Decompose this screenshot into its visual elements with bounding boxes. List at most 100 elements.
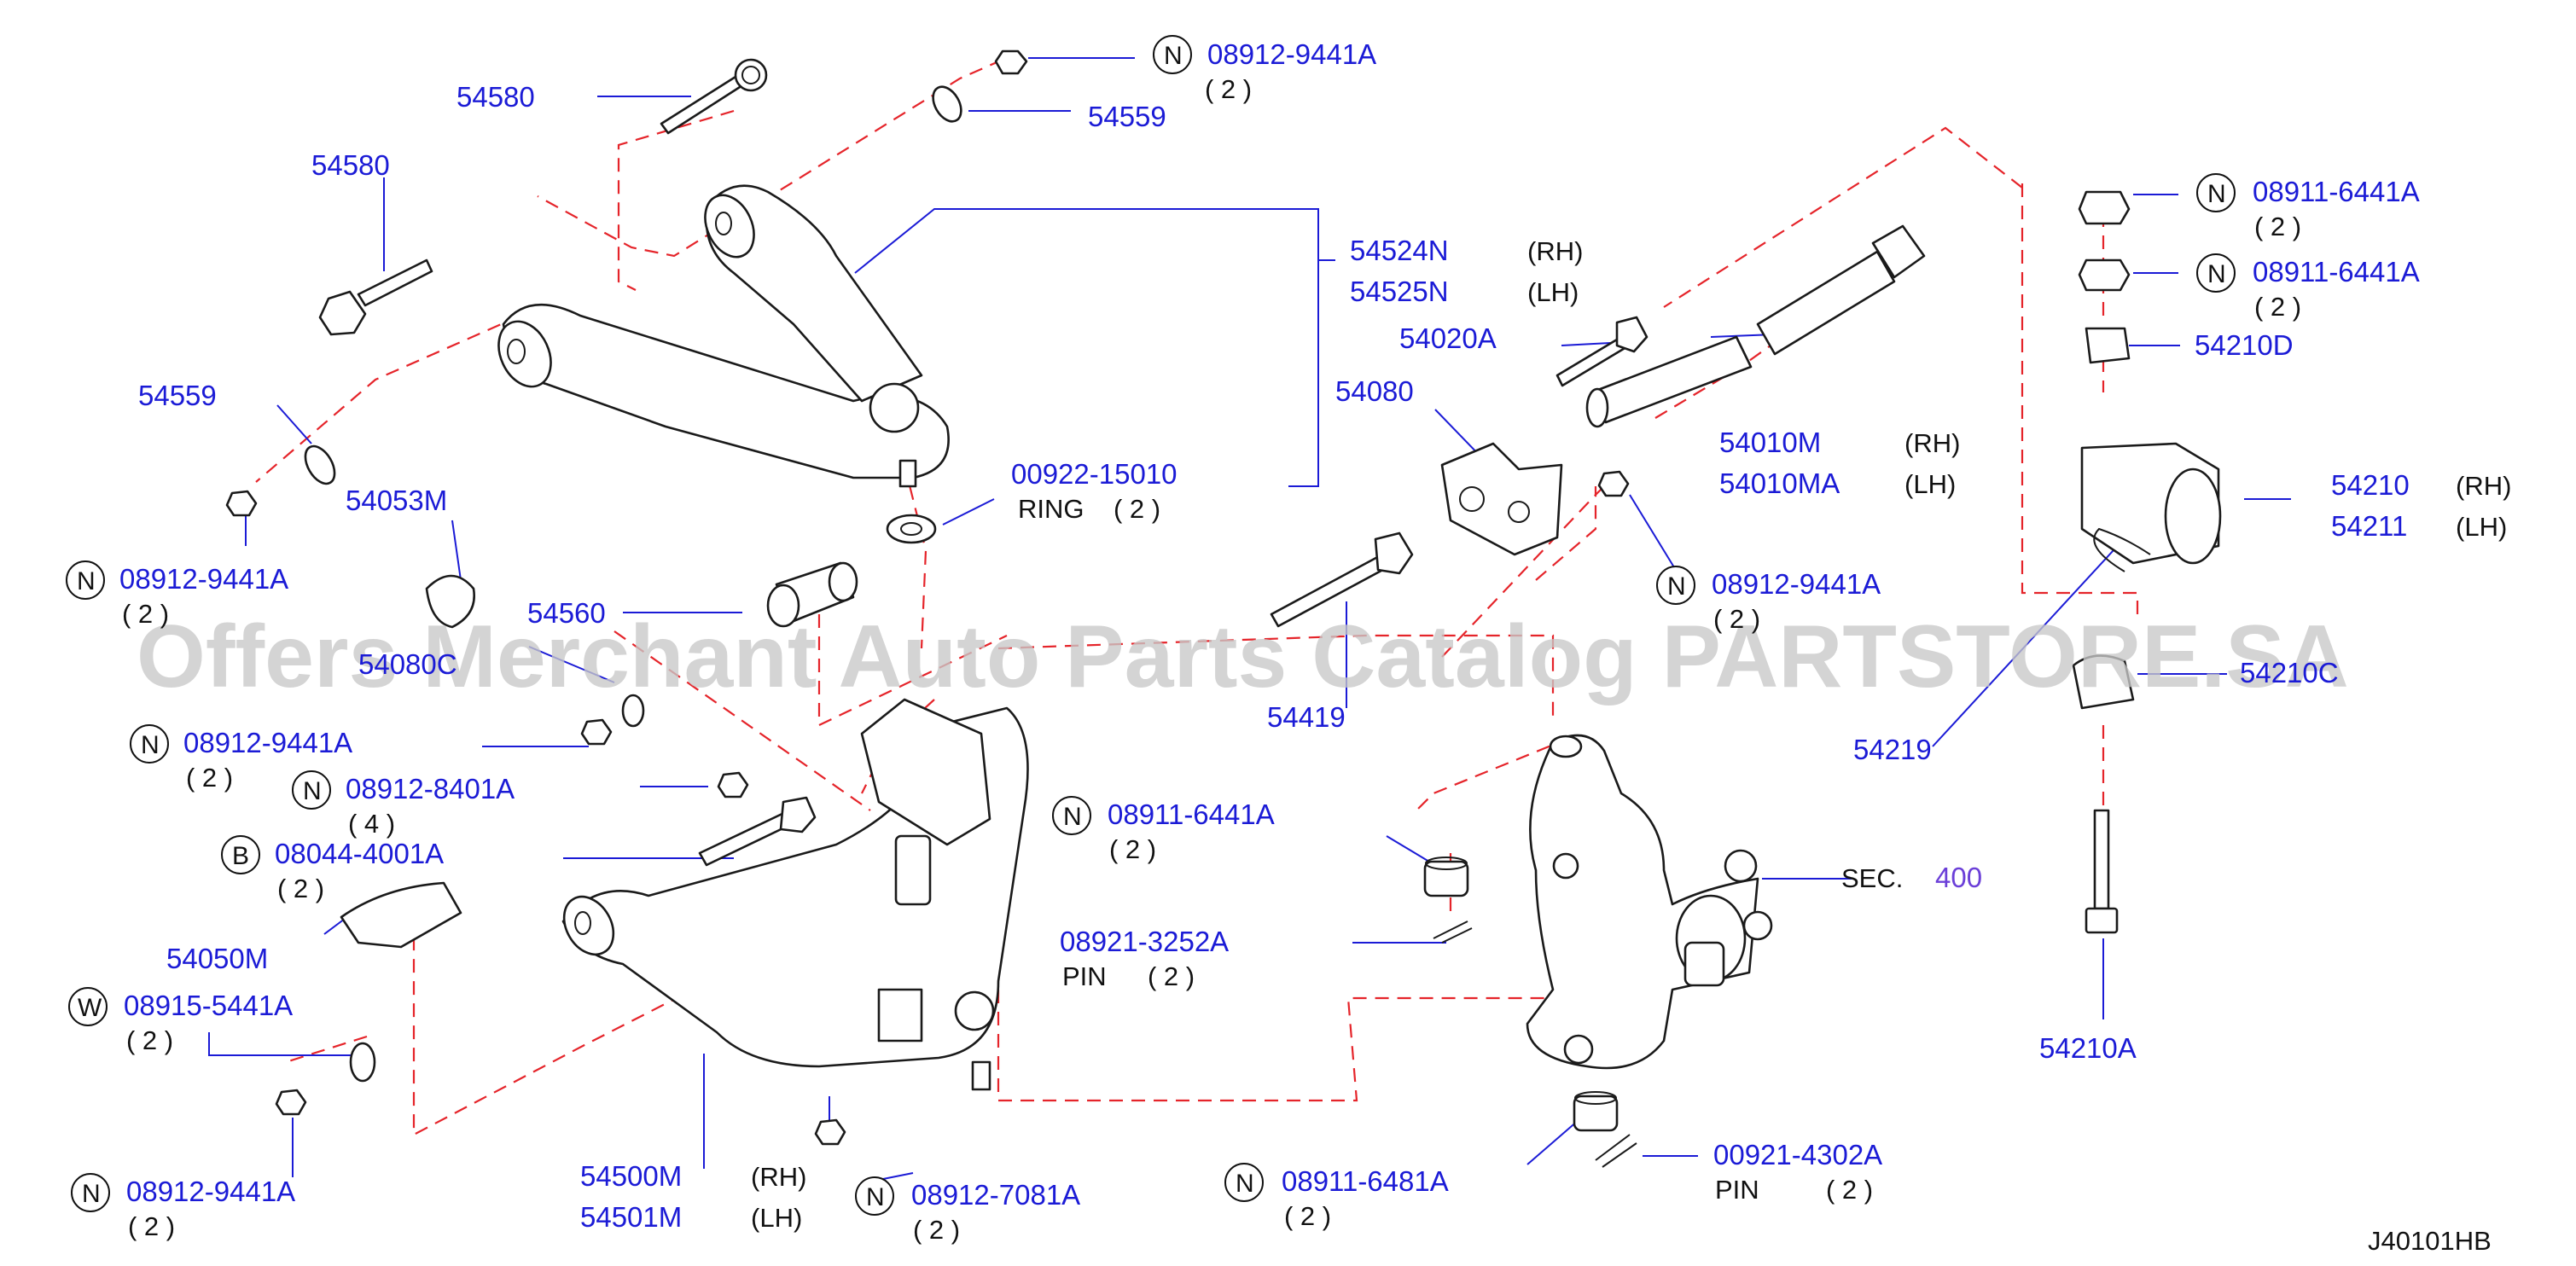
label-arm-upper-rh[interactable]: 54524N (1350, 235, 1449, 266)
label-54419[interactable]: 54419 (1267, 701, 1346, 733)
label-54580-left[interactable]: 54580 (311, 149, 390, 181)
label-54559-left[interactable]: 54559 (138, 380, 217, 411)
bolt-54580-top (660, 58, 768, 135)
label-54210c[interactable]: 54210C (2240, 657, 2339, 688)
symbol-circle (130, 724, 169, 764)
stabilizer-bushing (2080, 442, 2222, 565)
qty-nut-mid: ( 2 ) (1109, 834, 1156, 864)
bump-stop-54053m (425, 574, 476, 629)
washer-lower-left (349, 1042, 376, 1083)
nut-top (994, 49, 1028, 75)
symbol-circle (1052, 796, 1091, 835)
bolt-54210a (2085, 809, 2119, 934)
symbol-letter: N (2207, 180, 2226, 208)
symbol-letter: N (866, 1183, 885, 1211)
label-washer-left[interactable]: 08915-5441A (124, 990, 293, 1021)
bolt-54020a (1555, 316, 1649, 387)
watermark: Offers Merchant Auto Parts Catalog PARTS… (137, 607, 2349, 706)
label-pin-bottom[interactable]: 00921-4302A (1713, 1139, 1882, 1170)
qty-nut-left-3: ( 4 ) (348, 809, 395, 839)
symbol-letter: W (78, 994, 102, 1022)
clip-54219 (2093, 527, 2151, 572)
symbol-circle (68, 987, 108, 1026)
bushing-54210c (2072, 654, 2135, 710)
label-54080[interactable]: 54080 (1335, 375, 1414, 407)
label-nut-mid[interactable]: 08911-6441A (1108, 799, 1275, 830)
label-ring[interactable]: 00922-15010 (1011, 458, 1178, 490)
washer-54559-left (304, 444, 336, 485)
label-torsion-lh[interactable]: 54010MA (1719, 467, 1840, 499)
label-54053m[interactable]: 54053M (346, 485, 447, 516)
nut-left-1 (225, 490, 258, 517)
label-54210a[interactable]: 54210A (2039, 1032, 2137, 1064)
label-stab-lh[interactable]: 54211 (2331, 510, 2407, 542)
label-54580-top[interactable]: 54580 (456, 81, 535, 113)
pin-bottom-text: PIN (1715, 1175, 1759, 1205)
symbol-letter: N (303, 777, 322, 805)
label-nut-left-4[interactable]: 08912-9441A (126, 1176, 295, 1207)
cotter-pin-mid (1433, 920, 1473, 944)
ring-text: RING (1018, 494, 1084, 524)
side-arm-upper-rh: (RH) (1527, 236, 1583, 266)
label-nut-right-1[interactable]: 08911-6441A (2253, 176, 2420, 207)
symbol-circle (71, 1173, 110, 1212)
label-54219[interactable]: 54219 (1853, 734, 1932, 765)
qty-nut-right-1: ( 2 ) (2254, 212, 2301, 241)
label-54080-left[interactable]: 54080C (358, 648, 457, 680)
cotter-pin-bottom (1595, 1134, 1637, 1168)
sec-link[interactable]: 400 (1935, 862, 1982, 893)
qty-bolt-left: ( 2 ) (277, 874, 324, 903)
symbol-circle (1656, 566, 1695, 605)
label-stab-rh[interactable]: 54210 (2331, 469, 2410, 501)
castle-nut-mid (1423, 857, 1469, 897)
ring (886, 514, 937, 544)
label-arm-lower-lh[interactable]: 54501M (580, 1201, 682, 1233)
side-stab-lh: (LH) (2456, 512, 2507, 542)
bolt-left (698, 796, 817, 867)
pin-bottom-qty: ( 2 ) (1826, 1175, 1873, 1205)
qty-nut-top: ( 2 ) (1205, 74, 1252, 104)
symbol-circle (1224, 1163, 1264, 1202)
label-54559-top[interactable]: 54559 (1088, 101, 1166, 132)
label-54020a[interactable]: 54020A (1399, 322, 1497, 354)
label-54210d[interactable]: 54210D (2195, 329, 2294, 361)
pin-mid-qty: ( 2 ) (1148, 961, 1195, 991)
label-bolt-left[interactable]: 08044-4001A (275, 838, 444, 869)
symbol-circle (221, 835, 260, 874)
label-nut-left-1[interactable]: 08912-9441A (119, 563, 288, 595)
side-stab-rh: (RH) (2456, 471, 2511, 501)
qty-nut-right-mid: ( 2 ) (1713, 604, 1760, 634)
label-nut-knuckle[interactable]: 08911-6481A (1282, 1165, 1449, 1197)
qty-nut-left-4: ( 2 ) (128, 1211, 175, 1241)
steering-knuckle (1526, 734, 1773, 1070)
label-torsion-rh[interactable]: 54010M (1719, 427, 1821, 458)
label-nut-top[interactable]: 08912-9441A (1207, 38, 1376, 70)
label-nut-left-3[interactable]: 08912-8401A (346, 773, 515, 804)
label-54560[interactable]: 54560 (527, 597, 606, 629)
symbol-letter: B (232, 842, 249, 870)
bolt-54419 (1270, 531, 1414, 628)
symbol-circle (855, 1176, 894, 1216)
label-nut-right-2[interactable]: 08911-6441A (2253, 256, 2420, 287)
symbol-circle (292, 770, 331, 810)
side-arm-upper-lh: (LH) (1527, 277, 1579, 307)
qty-nut-bottom: ( 2 ) (913, 1215, 960, 1245)
label-nut-bottom[interactable]: 08912-7081A (911, 1179, 1080, 1211)
label-nut-right-mid[interactable]: 08912-9441A (1712, 568, 1881, 600)
bracket-54050m (340, 881, 462, 949)
anchor-arm-54080 (1440, 442, 1563, 556)
label-arm-upper-lh[interactable]: 54525N (1350, 276, 1449, 307)
qty-nut-knuckle: ( 2 ) (1284, 1201, 1331, 1231)
nut-lower-left (275, 1089, 307, 1116)
label-pin-mid[interactable]: 08921-3252A (1060, 926, 1229, 957)
symbol-circle (66, 560, 105, 600)
label-nut-left-2[interactable]: 08912-9441A (183, 727, 352, 758)
qty-nut-left-2: ( 2 ) (186, 763, 233, 793)
side-torsion-lh: (LH) (1904, 469, 1956, 499)
label-arm-lower-rh[interactable]: 54500M (580, 1160, 682, 1192)
label-54050m[interactable]: 54050M (166, 943, 268, 974)
bolt-54580-left (318, 258, 433, 336)
nut-symbol-circle (1153, 35, 1192, 74)
diagram-code: J40101HB (2368, 1226, 2492, 1256)
side-arm-lower-rh: (RH) (751, 1162, 806, 1192)
